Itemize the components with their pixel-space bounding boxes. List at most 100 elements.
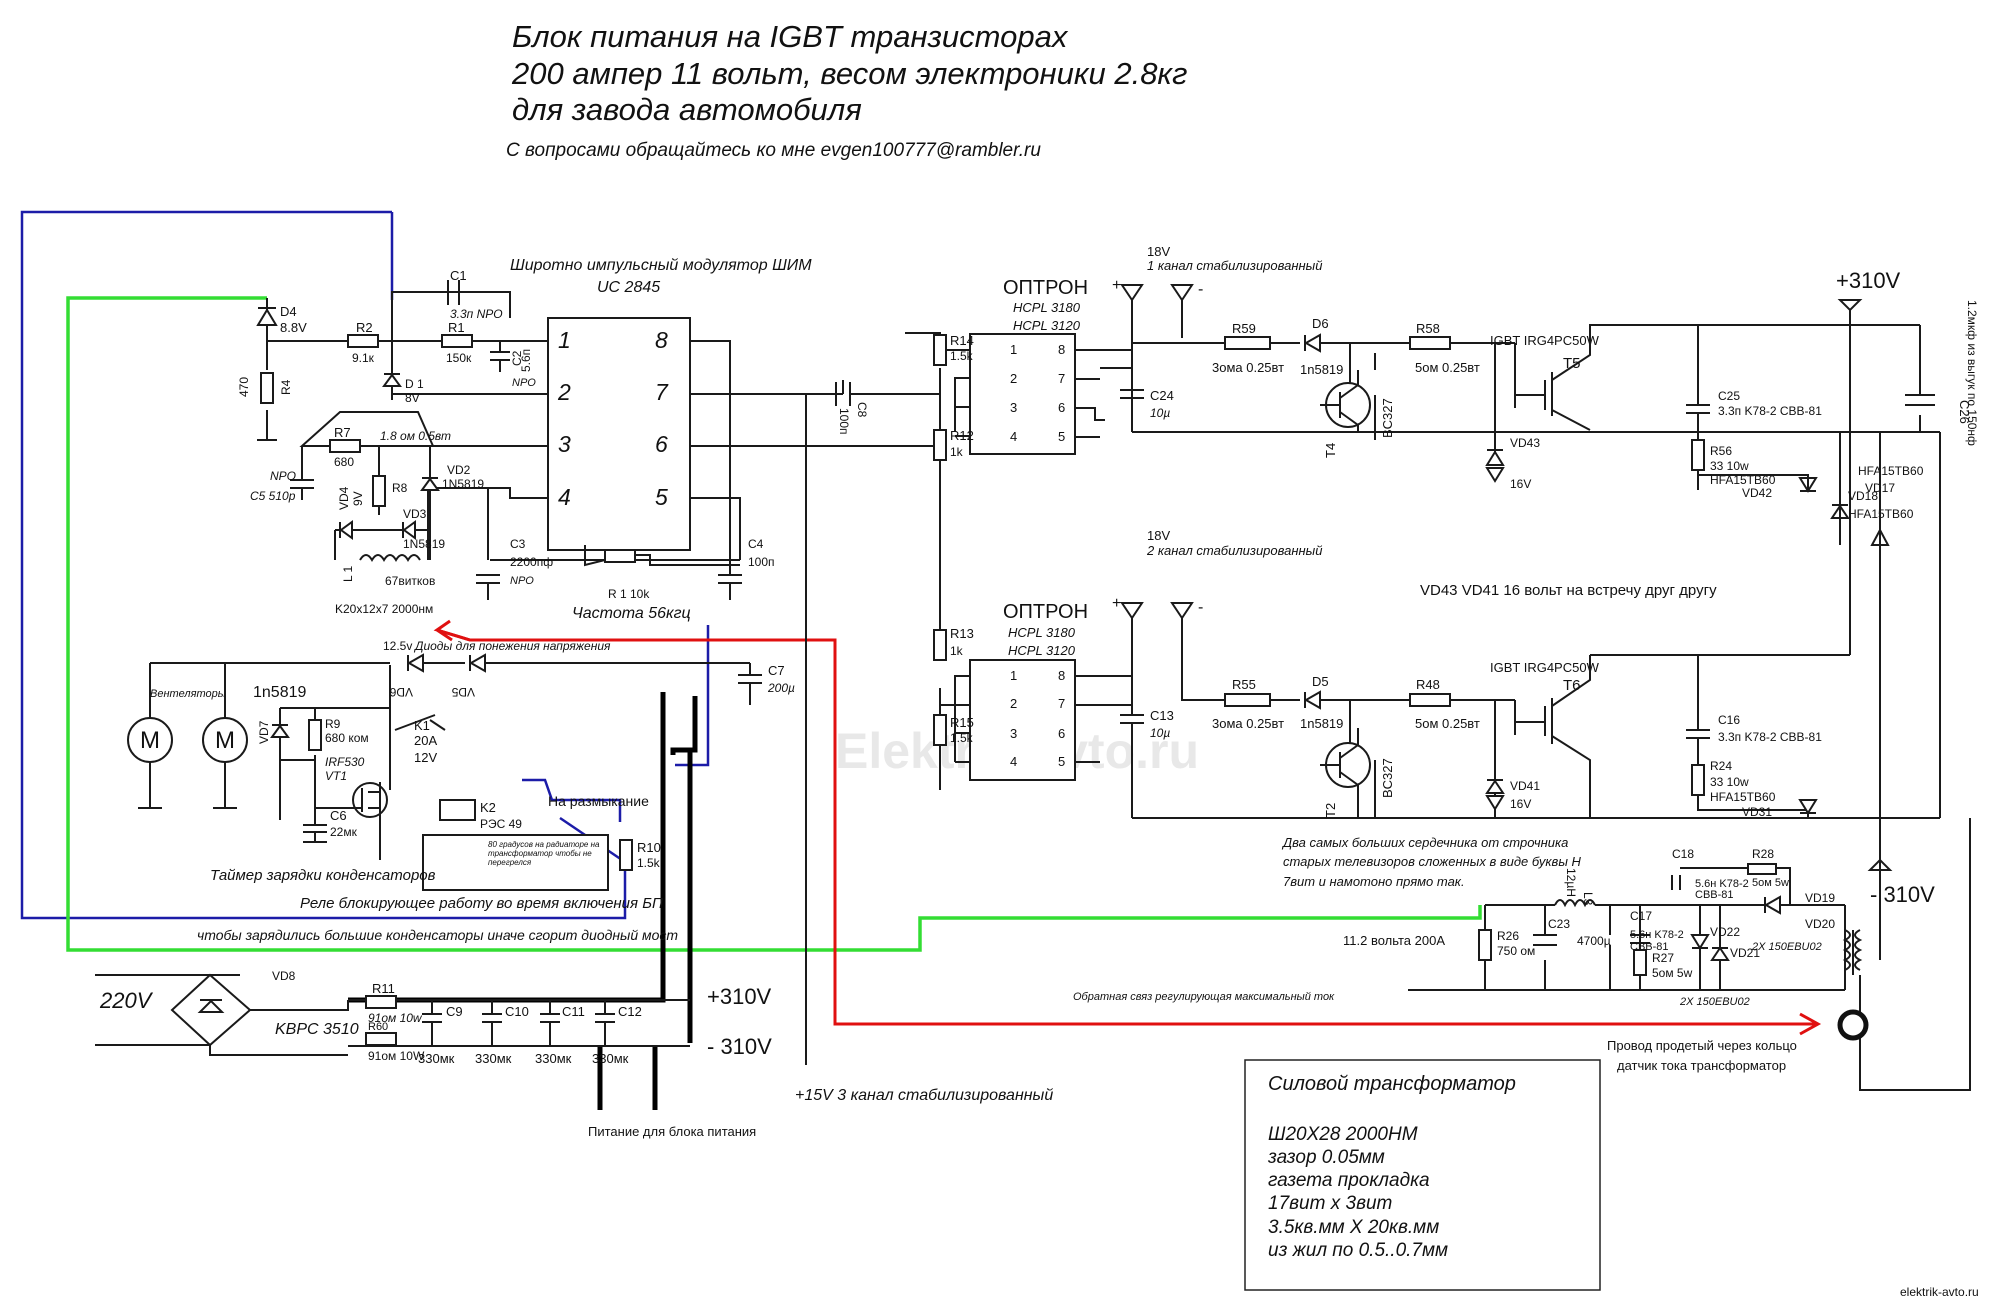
- charge-note: чтобы зарядились большие конденсаторы ин…: [197, 927, 678, 943]
- label-c12: C12: [618, 1004, 642, 1019]
- label-r1-pot: R 1 10k: [608, 587, 650, 601]
- label-c24: C24: [1150, 388, 1174, 403]
- ch1-voltage: 18V: [1147, 244, 1170, 259]
- resistor-r7: [329, 439, 361, 453]
- label-k1: K1: [414, 718, 430, 733]
- frequency-label: Частота 56кгц: [572, 605, 691, 622]
- label-r1: R1: [448, 320, 465, 335]
- relay-k1-contacts: [379, 714, 436, 860]
- ch1-minus-terminal: [1170, 284, 1194, 302]
- value-r58: 5ом 0.25вт: [1415, 360, 1480, 375]
- capacitor-c7: [738, 663, 762, 705]
- opt1-pin-3: 3: [1010, 400, 1017, 415]
- opt2-pin-2: 2: [1010, 696, 1017, 711]
- wire-12v: [150, 662, 750, 720]
- value-c7: 200µ: [767, 681, 795, 695]
- opt2-pin-8: 8: [1058, 668, 1065, 683]
- label-r55: R55: [1232, 677, 1256, 692]
- opt1-pin-1: 1: [1010, 342, 1017, 357]
- relay-k2: [439, 799, 476, 821]
- resistor-r56: [1691, 439, 1705, 471]
- transformer-line-5: 3.5кв.мм Х 20кв.мм: [1268, 1217, 1439, 1238]
- title-line-1: Блок питания на IGBT транзисторах: [512, 19, 1069, 54]
- green-wire-loop: [66, 296, 1482, 952]
- value-r24-b: HFA15TB60: [1710, 790, 1776, 804]
- label-vd42: VD42: [1742, 486, 1772, 500]
- label-vd8: VD8: [272, 969, 296, 983]
- pwm-title: Широтно импульсный модулятор ШИМ: [510, 257, 812, 274]
- ch2-voltage: 18V: [1147, 528, 1170, 543]
- opt2-pin-5: 5: [1058, 754, 1065, 769]
- pwm-chip: [547, 317, 691, 551]
- label-c7: C7: [768, 663, 785, 678]
- value-r48: 5ом 0.25вт: [1415, 716, 1480, 731]
- output-voltage: 11.2 вольта 200А: [1343, 933, 1445, 948]
- label-c5: C5 510р: [250, 489, 296, 503]
- potentiometer-r1[interactable]: [604, 549, 636, 563]
- cores-note-2: старых телевизоров сложенных в виде букв…: [1283, 854, 1582, 869]
- capacitor-c26: [1905, 394, 1935, 406]
- transistor-t2-leads: [1320, 728, 1359, 818]
- resistor-r27: [1633, 949, 1647, 976]
- transformer-line-1: Ш20Х28 2000НМ: [1268, 1124, 1418, 1145]
- capacitor-c2: [490, 341, 510, 372]
- resistor-r12: [933, 429, 947, 461]
- label-c1: C1: [450, 268, 467, 283]
- value-r13: 1k: [950, 644, 964, 658]
- label-t6: T6: [1563, 677, 1581, 694]
- label-c13: C13: [1150, 708, 1174, 723]
- ch2-label: 2 канал стабилизированный: [1146, 543, 1322, 558]
- core-l1: K20x12x7 2000нм: [335, 602, 433, 616]
- wire-vd42: [1698, 474, 1809, 491]
- ch2-plus: +: [1112, 595, 1121, 612]
- label-vd3: VD3: [403, 507, 427, 521]
- capacitor-c23: [1533, 934, 1557, 946]
- value-r4: 470: [237, 377, 251, 397]
- resistor-r28: [1747, 863, 1777, 875]
- transformer-line-2: зазор 0.05мм: [1267, 1147, 1385, 1168]
- value-r24-a: 33 10w: [1710, 775, 1749, 789]
- diode-vd22: [1690, 934, 1710, 950]
- transformer-line-3: газета прокладка: [1268, 1170, 1430, 1191]
- diode-vd31: [1798, 799, 1818, 815]
- capacitor-c10: [482, 1000, 502, 1046]
- wire-pin6: [690, 445, 941, 450]
- label-c25: C25: [1718, 389, 1740, 403]
- wire-note-2: датчик тока трансформатор: [1617, 1058, 1786, 1073]
- capacitor-c11: [540, 1000, 560, 1046]
- value-vd43: 16V: [1510, 477, 1531, 491]
- ch2-minus: -: [1198, 599, 1203, 616]
- rail-minus-wires: [1879, 432, 1941, 870]
- resistor-r24: [1691, 764, 1705, 796]
- opt1-pin-4: 4: [1010, 429, 1017, 444]
- value-c1: 3.3п NPO: [450, 307, 503, 321]
- label-r58: R58: [1416, 321, 1440, 336]
- value-c3: 2200пф: [510, 555, 553, 569]
- label-t2: T2: [1323, 803, 1338, 818]
- label-r12: R12: [950, 428, 974, 443]
- igbt-t6-part: IGBT IRG4PC50W: [1490, 660, 1600, 675]
- opt2-pin-4: 4: [1010, 754, 1017, 769]
- label-r56: R56: [1710, 444, 1732, 458]
- capacitor-c6: [303, 808, 327, 843]
- label-r26: R26: [1497, 929, 1519, 943]
- value-c25: 3.3п K78-2 CBB-81: [1718, 404, 1822, 418]
- title-line-2: 200 ампер 11 вольт, весом электроники 2.…: [511, 56, 1187, 91]
- capacitor-c18: [1671, 875, 1681, 890]
- label-vd41: VD41: [1510, 779, 1540, 793]
- diodes-note: Диоды для понежения напряжения: [413, 639, 611, 653]
- note-c26: 1.2мкф из выгук по 150нф: [1965, 300, 1979, 446]
- label-vd22: VD22: [1710, 925, 1740, 939]
- value-vd3: 1N5819: [403, 537, 445, 551]
- diode-vd19-20: [1763, 895, 1781, 915]
- value-c4: 100п: [748, 555, 775, 569]
- mosfet-part: IRF530: [325, 755, 365, 769]
- volts-k1: 12V: [414, 750, 437, 765]
- label-r48: R48: [1416, 677, 1440, 692]
- cbb-c18: CBB-81: [1695, 889, 1734, 901]
- ch1-minus: -: [1198, 281, 1203, 298]
- value-d4: 8.8V: [280, 320, 307, 335]
- motor-2-label: M: [215, 727, 235, 754]
- capacitor-c12: [595, 1000, 615, 1046]
- thermal-switch-box: [422, 834, 609, 891]
